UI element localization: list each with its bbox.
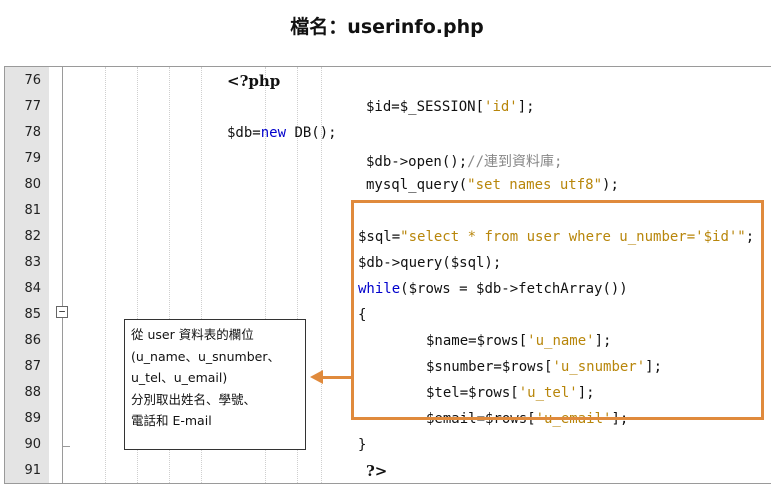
code-line: $snumber=$rows['u_snumber']; xyxy=(426,359,663,375)
collapse-block-icon[interactable]: − xyxy=(56,306,68,318)
line-number: 78 xyxy=(24,125,41,140)
line-number: 81 xyxy=(24,203,41,218)
line-number: 91 xyxy=(24,463,41,478)
line-number: 85 xyxy=(24,307,41,322)
indent-guide xyxy=(201,67,202,483)
line-number: 82 xyxy=(24,229,41,244)
fold-end-marker xyxy=(62,446,70,447)
indent-guide xyxy=(265,67,266,483)
highlight-box xyxy=(351,200,764,420)
line-number-gutter: 76 77 78 79 80 81 82 83 84 85 86 87 88 8… xyxy=(5,67,50,483)
arrow-left-icon xyxy=(310,370,323,384)
line-number: 87 xyxy=(24,359,41,374)
line-number: 88 xyxy=(24,385,41,400)
code-line: $sql="select * from user where u_number=… xyxy=(358,229,755,245)
code-line: while($rows = $db->fetchArray()) xyxy=(358,281,628,297)
code-line: $tel=$rows['u_tel']; xyxy=(426,385,595,401)
code-line: $db->query($sql); xyxy=(358,255,502,271)
code-line: $db->open();//連到資料庫; xyxy=(366,154,563,170)
callout-line: 電話和 E-mail xyxy=(131,413,212,428)
line-number: 90 xyxy=(24,437,41,452)
line-number: 84 xyxy=(24,281,41,296)
code-line: $db=new DB(); xyxy=(227,125,337,141)
code-line: $id=$_SESSION['id']; xyxy=(366,99,535,115)
code-line: mysql_query("set names utf8"); xyxy=(366,177,619,193)
indent-guide xyxy=(321,67,322,483)
fold-margin xyxy=(49,67,79,483)
arrow-shaft xyxy=(322,376,354,379)
code-line: $name=$rows['u_name']; xyxy=(426,333,612,349)
annotation-callout: 從 user 資料表的欄位 (u_name、u_snumber、 u_tel、u… xyxy=(124,319,306,450)
callout-line: 分別取出姓名、學號、 xyxy=(131,391,257,407)
code-line: } xyxy=(358,437,367,453)
fold-guide-line xyxy=(62,318,63,483)
line-number: 89 xyxy=(24,411,41,426)
fold-guide-line xyxy=(62,67,63,306)
line-number: 79 xyxy=(24,151,41,166)
line-number: 80 xyxy=(24,177,41,192)
code-line: ?> xyxy=(366,462,388,480)
line-number: 77 xyxy=(24,99,41,114)
callout-line: (u_name、u_snumber、 xyxy=(131,348,280,364)
indent-guide xyxy=(297,67,298,483)
code-line: <?php xyxy=(227,72,281,90)
line-number: 86 xyxy=(24,333,41,348)
callout-line: u_tel、u_email) xyxy=(131,370,228,385)
callout-line: 從 user 資料表的欄位 xyxy=(131,327,254,342)
indent-guide xyxy=(169,67,170,483)
code-line: { xyxy=(358,307,367,323)
indent-guide xyxy=(137,67,138,483)
line-number: 76 xyxy=(24,73,41,88)
indent-guide xyxy=(105,67,106,483)
page-title: 檔名：userinfo.php xyxy=(290,16,484,38)
line-number: 83 xyxy=(24,255,41,270)
